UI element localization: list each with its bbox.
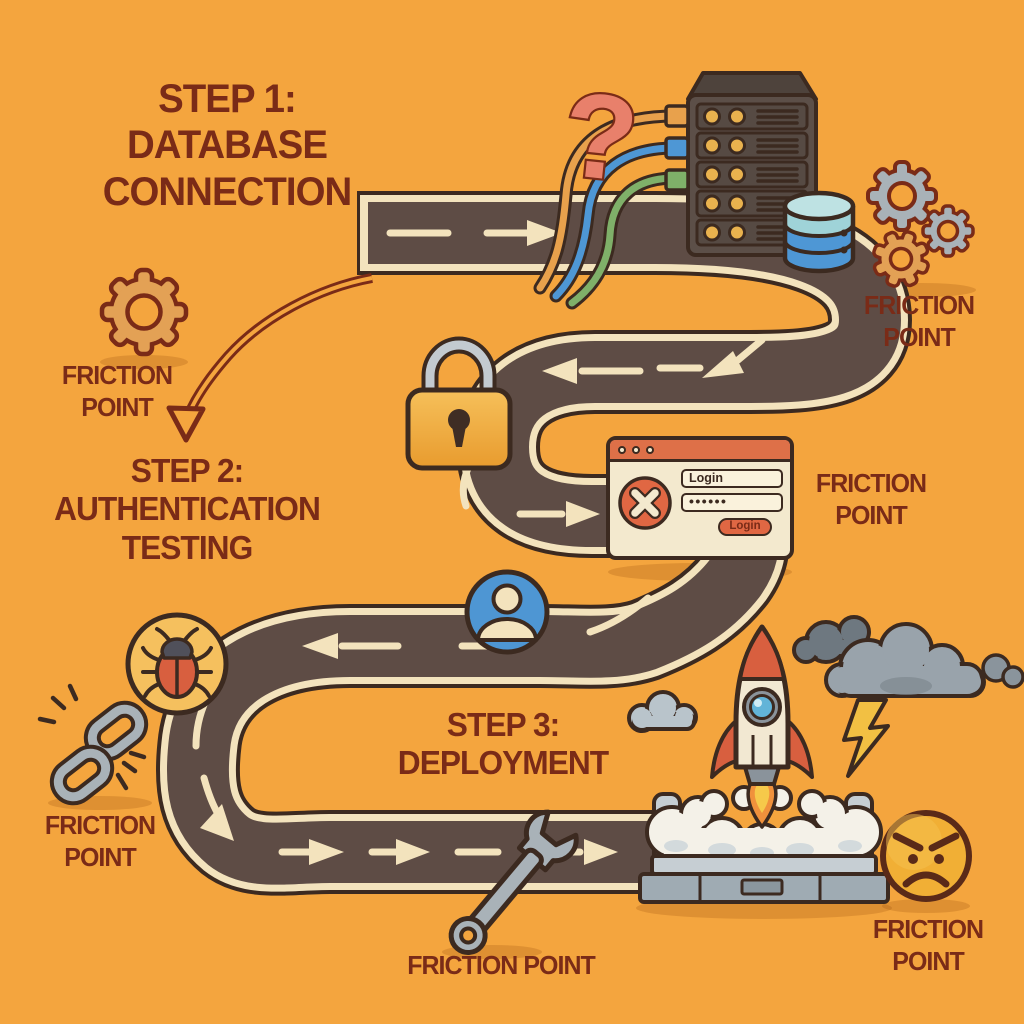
lightning-bolt-icon — [842, 698, 890, 778]
gear-icon — [921, 204, 975, 258]
question-mark-icon: ? — [557, 67, 644, 208]
storm-cloud-icon — [792, 615, 1024, 778]
friction-point-server: FRICTION POINT — [863, 290, 975, 352]
login-error-window: Login •••••• Login — [606, 436, 794, 560]
gear-icon — [99, 267, 189, 357]
smoke-clouds-icon — [645, 785, 883, 866]
friction-arrow — [166, 273, 373, 443]
angry-face-icon — [880, 810, 972, 902]
step-1-title: STEP 1: DATABASE CONNECTION — [102, 77, 352, 214]
database-icon — [782, 190, 856, 274]
friction-point-angry: FRICTION POINT — [872, 914, 984, 976]
login-button[interactable]: Login — [718, 518, 772, 536]
bug-badge-icon — [125, 612, 229, 716]
friction-point-login: FRICTION POINT — [815, 468, 927, 530]
cloud-icon — [627, 690, 698, 733]
window-titlebar — [610, 440, 790, 462]
rocket-icon — [710, 624, 814, 829]
friction-point-chain: FRICTION POINT — [44, 810, 156, 872]
launch-pad — [638, 785, 890, 904]
gear-icon — [872, 230, 930, 288]
step-3-title: STEP 3: DEPLOYMENT — [397, 706, 609, 782]
window-dot — [632, 445, 640, 454]
step-2-title: STEP 2: AUTHENTICATION TESTING — [54, 452, 321, 566]
broken-chain-icon — [37, 683, 149, 806]
user-avatar-icon — [464, 569, 550, 655]
friction-point-gear: FRICTION POINT — [61, 360, 173, 422]
gear-icon — [866, 160, 938, 232]
padlock-icon — [405, 336, 513, 471]
break-sparks — [37, 683, 147, 791]
network-cables-icon — [533, 109, 682, 310]
bug-icon — [141, 627, 213, 699]
error-x-icon — [618, 475, 672, 530]
window-dot — [618, 445, 626, 454]
gear-cluster-icon — [866, 160, 975, 288]
wrench-icon — [448, 809, 579, 955]
friction-point-wrench: FRICTION POINT — [407, 950, 596, 980]
cable-ports — [664, 104, 690, 192]
window-dot — [646, 445, 654, 454]
username-field[interactable]: Login — [681, 469, 783, 488]
password-field[interactable]: •••••• — [681, 493, 783, 512]
